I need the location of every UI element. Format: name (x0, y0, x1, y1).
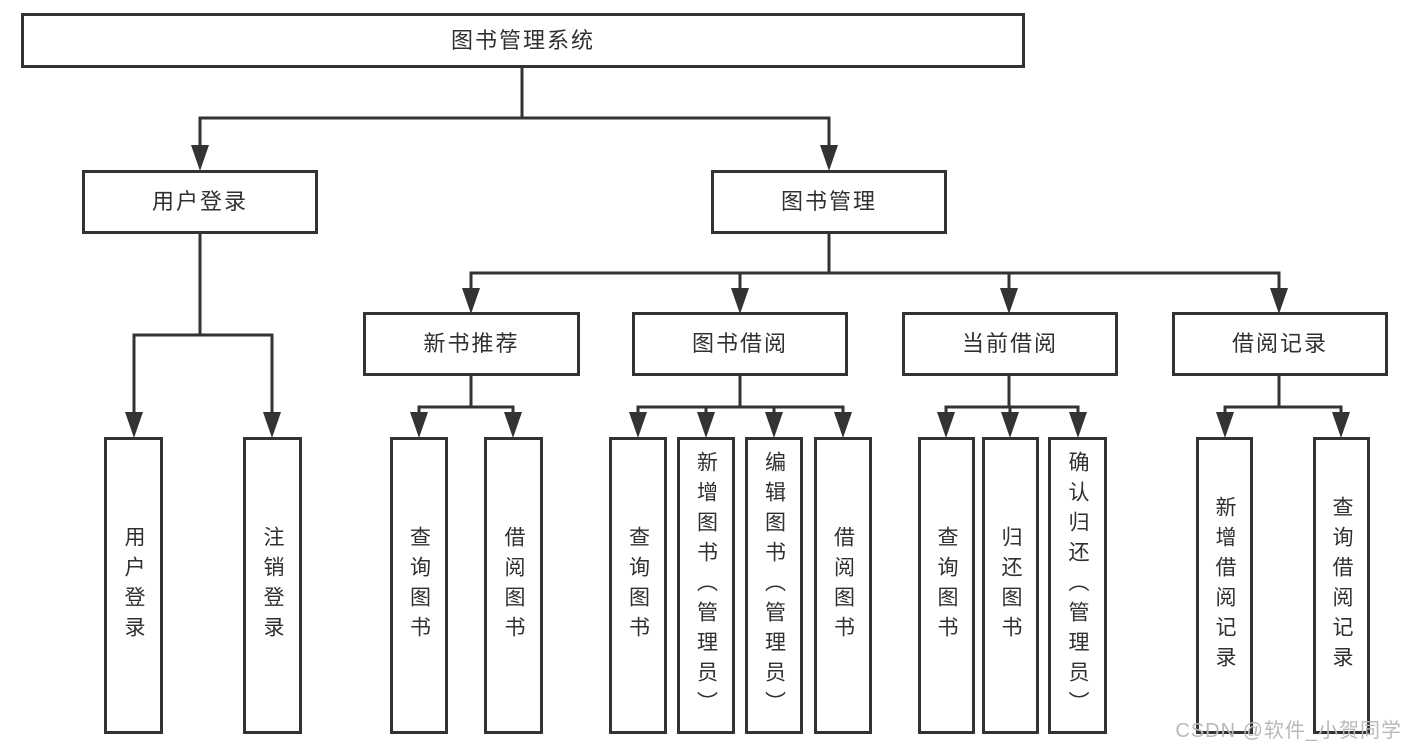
leaf-recommend-borrow-book: 借阅图书 (484, 437, 543, 734)
leaf-records-query-record: 查询借阅记录 (1313, 437, 1370, 734)
arrowheads (125, 145, 1350, 438)
node-user-login: 用户登录 (82, 170, 318, 234)
node-book-borrow: 图书借阅 (632, 312, 848, 376)
csdn-watermark: CSDN @软件_小贺同学 (1175, 720, 1402, 742)
leaf-borrow-edit-book-admin: 编辑图书（管理员） (745, 437, 803, 734)
leaf-user-login: 用户登录 (104, 437, 163, 734)
node-new-book-recommend: 新书推荐 (363, 312, 580, 376)
leaf-recommend-query-book: 查询图书 (390, 437, 448, 734)
leaf-borrow-borrow-book: 借阅图书 (814, 437, 872, 734)
leaf-logout-login: 注销登录 (243, 437, 302, 734)
node-book-management: 图书管理 (711, 170, 947, 234)
leaf-records-add-record: 新增借阅记录 (1196, 437, 1253, 734)
leaf-current-query-book: 查询图书 (918, 437, 975, 734)
node-root-system: 图书管理系统 (21, 13, 1025, 68)
leaf-borrow-add-book-admin: 新增图书（管理员） (677, 437, 735, 734)
node-borrow-records: 借阅记录 (1172, 312, 1388, 376)
leaf-borrow-query-book: 查询图书 (609, 437, 667, 734)
leaf-current-confirm-return-admin: 确认归还（管理员） (1048, 437, 1107, 734)
node-current-borrow: 当前借阅 (902, 312, 1118, 376)
leaf-current-return-book: 归还图书 (982, 437, 1039, 734)
